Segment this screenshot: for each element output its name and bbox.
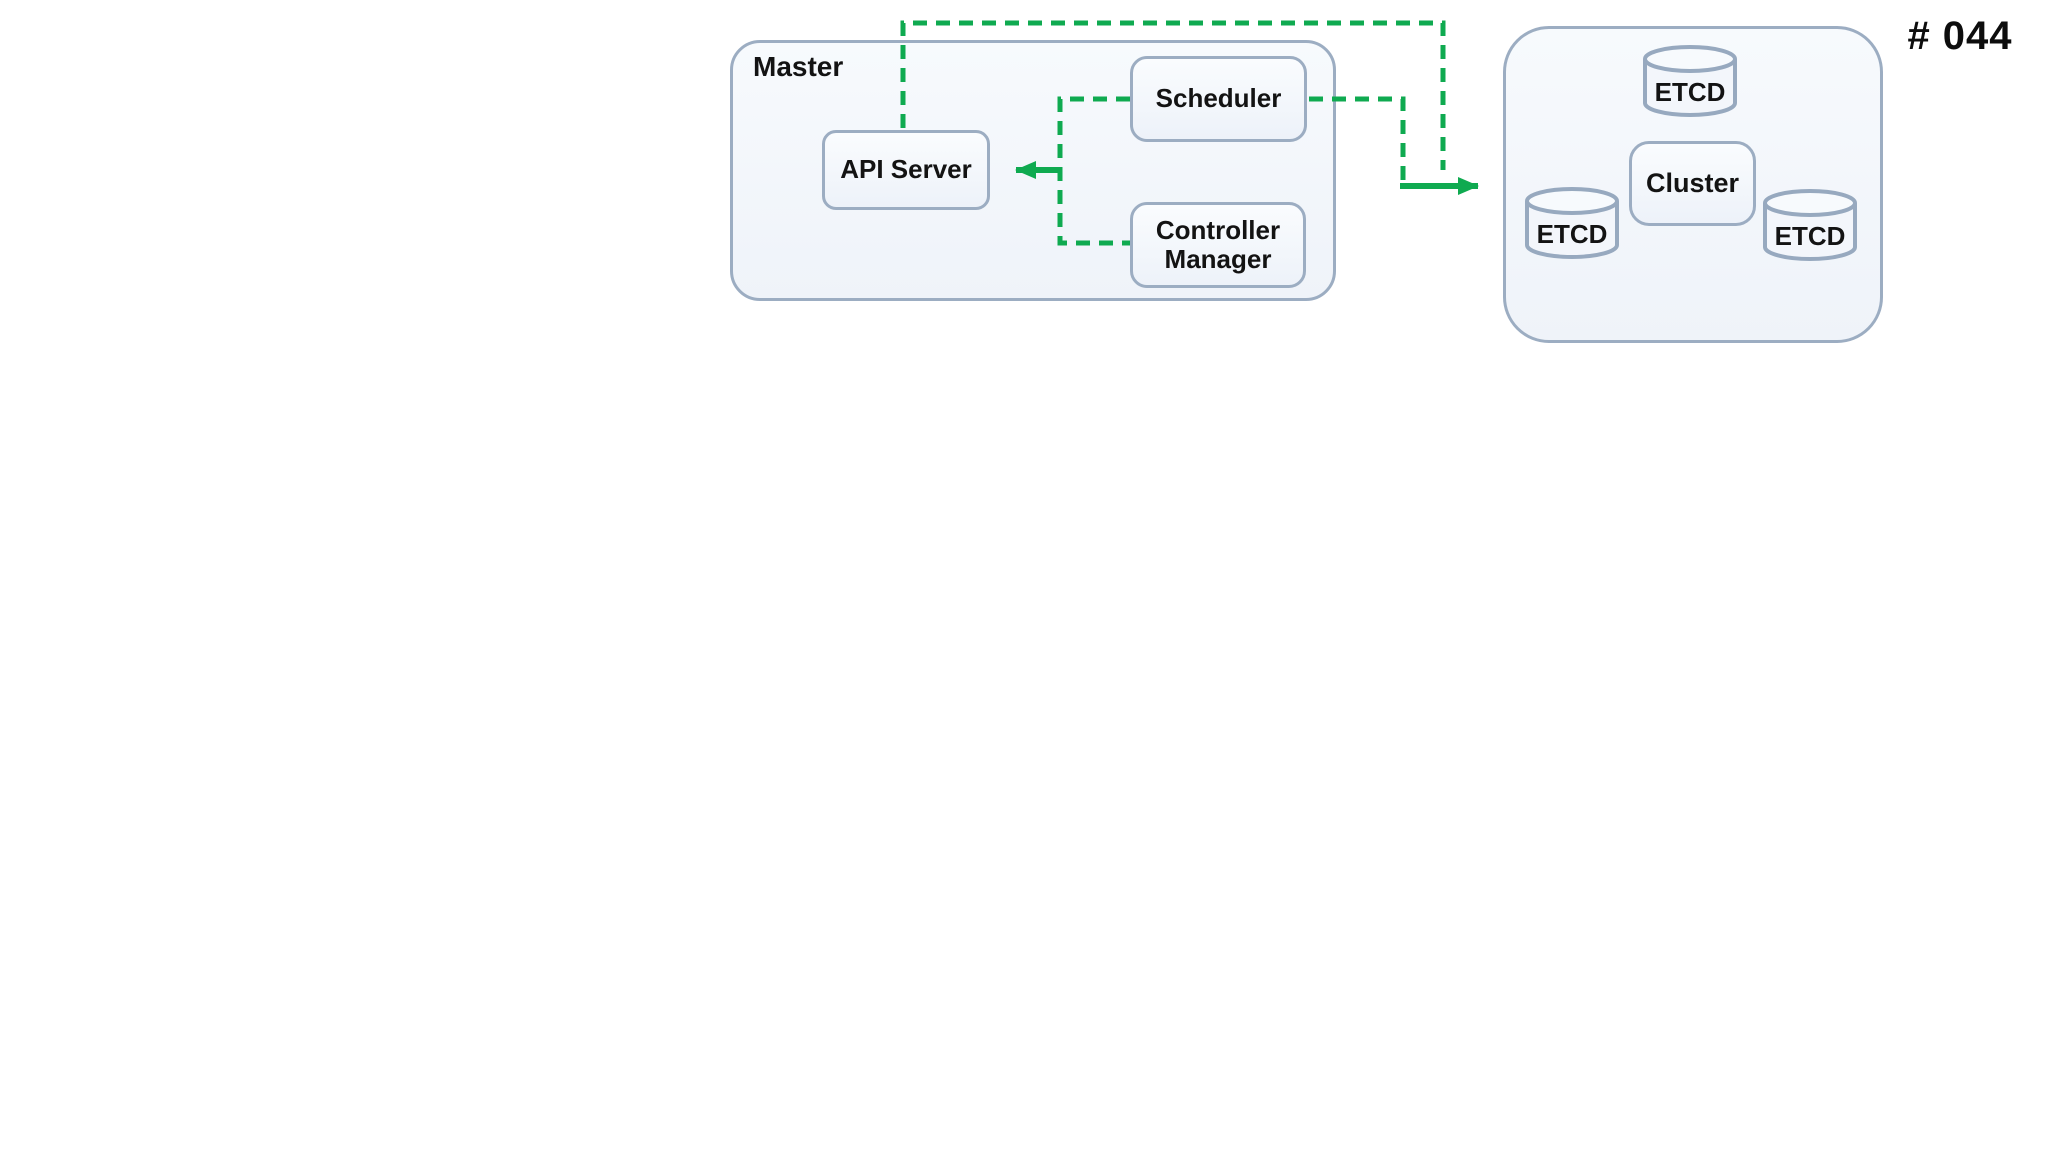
database-cylinder-icon <box>1763 189 1857 261</box>
controller-manager-node: Controller Manager <box>1130 202 1306 288</box>
scheduler-label: Scheduler <box>1155 83 1282 114</box>
etcd-left-label: ETCD <box>1536 218 1608 249</box>
slide-number: # 044 <box>1907 14 2013 58</box>
controller-manager-label: Controller Manager <box>1155 214 1281 274</box>
database-cylinder-icon <box>1525 187 1619 259</box>
api-server-label: API Server <box>840 154 972 185</box>
scheduler-controller-to-api-dashed-connector <box>1057 96 1130 246</box>
cluster-label: Cluster <box>1645 168 1740 199</box>
etcd-top-label: ETCD <box>1654 76 1726 107</box>
scheduler-node: Scheduler <box>1130 56 1307 142</box>
api-server-node: API Server <box>822 130 990 210</box>
cluster-node: Cluster <box>1629 141 1756 226</box>
etcd-right-node: ETCD <box>1760 188 1860 266</box>
master-group-title: Master <box>753 51 844 82</box>
etcd-right-label: ETCD <box>1774 220 1846 251</box>
database-cylinder-icon <box>1643 45 1737 117</box>
api-server-to-cluster-dashed-connector <box>900 20 1446 170</box>
etcd-left-node: ETCD <box>1522 186 1622 264</box>
scheduler-to-cluster-dashed-connector <box>1309 96 1406 180</box>
etcd-top-node: ETCD <box>1640 44 1740 122</box>
